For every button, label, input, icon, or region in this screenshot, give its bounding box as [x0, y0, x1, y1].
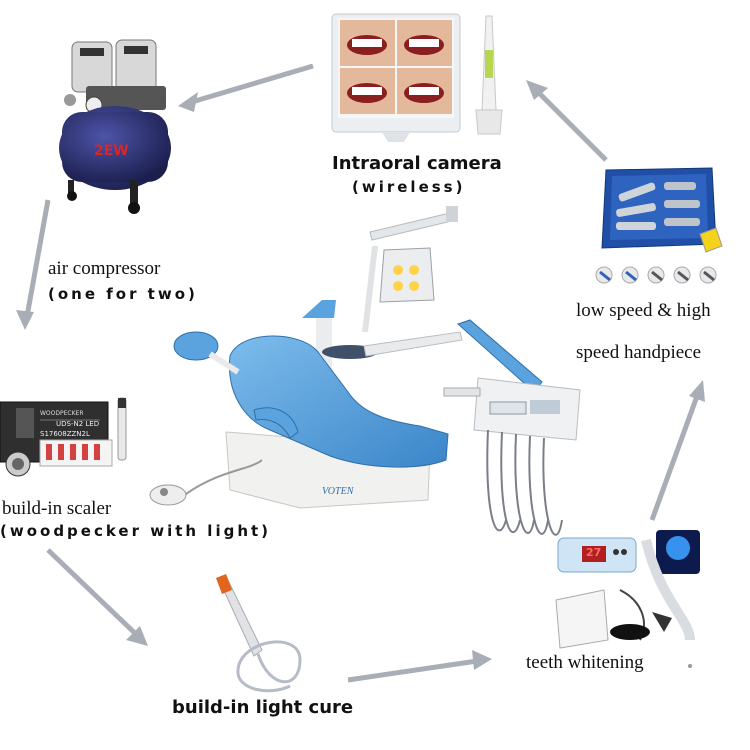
handpiece-kit-image [595, 167, 723, 284]
scaler-panel-model: UDS-N2 LED [56, 420, 100, 428]
air-compressor-title: air compressor [48, 258, 161, 279]
whitening-display-value: 27 [586, 546, 602, 559]
intraoral-camera-title: Intraoral camera [332, 153, 502, 174]
intraoral-camera-image [331, 13, 503, 142]
scaler-panel-serial: S17608ZZN2L [40, 430, 90, 438]
air-compressor-image [59, 39, 171, 214]
air-compressor-subtitle: (one for two) [48, 285, 198, 303]
scaler-panel-brand: WOODPECKER [40, 410, 84, 417]
teeth-whitening-image [555, 530, 700, 668]
smile-panel [397, 20, 452, 66]
smile-panel [340, 68, 395, 114]
light-cure-image [216, 574, 302, 693]
light-cure-title: build-in light cure [172, 697, 354, 718]
arrow-whitening-to-handpiece [649, 380, 705, 521]
dental-chair-image [149, 206, 581, 536]
teeth-whitening-title: teeth whitening [526, 652, 644, 673]
arrow-compressor-to-scaler [16, 199, 51, 330]
compressor-badge: 2EW [94, 143, 129, 159]
arrow-camera-to-compressor [178, 63, 314, 112]
scaler-subtitle: (woodpecker with light) [0, 522, 272, 540]
handpiece-title-line1: low speed & high [576, 300, 711, 321]
handpiece-tips [595, 266, 717, 284]
scaler-title: build-in scaler [2, 498, 112, 519]
intraoral-camera-subtitle: (wireless) [352, 178, 466, 196]
chair-brand: VOTEN [322, 486, 354, 497]
arrow-scaler-to-light-cure [46, 548, 148, 646]
arrow-handpiece-to-camera [526, 80, 608, 162]
smile-panel [340, 20, 395, 66]
arrow-light-cure-to-whitening [347, 650, 492, 683]
handpiece-title-line2: speed handpiece [576, 342, 702, 363]
smile-panel [397, 68, 452, 114]
scaler-image [0, 397, 127, 477]
